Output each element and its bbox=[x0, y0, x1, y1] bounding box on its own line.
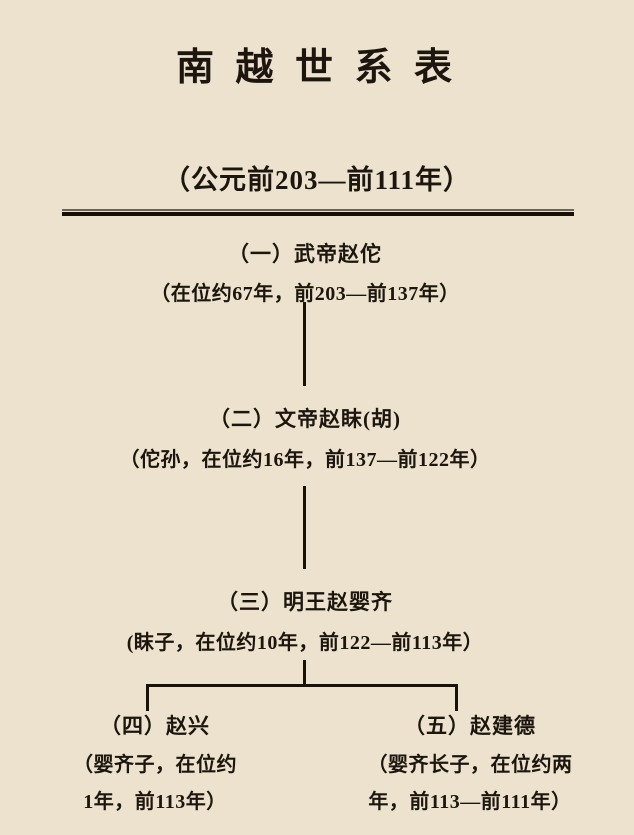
gen2-name: （二）文帝赵眜(胡) bbox=[209, 407, 401, 431]
tree-node-gen3: （三）明王赵婴齐 (眜子，在位约10年，前122—前113年） bbox=[0, 586, 610, 655]
connector-gen3-stub bbox=[303, 660, 306, 686]
tree-node-gen2: （二）文帝赵眜(胡) （佗孙，在位约16年，前137—前122年） bbox=[0, 403, 610, 472]
gen1-detail: （在位约67年，前203—前137年） bbox=[150, 283, 460, 305]
gen3-detail: (眜子，在位约10年，前122—前113年） bbox=[126, 632, 484, 654]
gen5-name: （五）赵建德 bbox=[404, 714, 536, 738]
tree-node-gen1: （一）武帝赵佗 （在位约67年，前203—前137年） bbox=[0, 238, 610, 306]
tree-node-gen5: （五）赵建德 （婴齐长子，在位约两 年，前113—前111年） bbox=[330, 710, 610, 814]
gen3-name: （三）明王赵婴齐 bbox=[217, 590, 393, 614]
gen4-name: （四）赵兴 bbox=[100, 714, 210, 738]
connector-branch-horizontal bbox=[146, 684, 458, 687]
connector-gen2-gen3 bbox=[303, 486, 306, 569]
double-rule bbox=[62, 209, 574, 218]
page-subtitle: （公元前203—前111年） bbox=[162, 165, 472, 195]
gen1-name: （一）武帝赵佗 bbox=[228, 242, 382, 266]
tree-node-gen4: （四）赵兴 （婴齐子，在位约 1年，前113年） bbox=[10, 710, 300, 814]
page-title: 南 越 世 系 表 bbox=[175, 47, 458, 89]
connector-gen1-gen2 bbox=[303, 302, 306, 386]
gen2-detail: （佗孙，在位约16年，前137—前122年） bbox=[119, 449, 491, 471]
gen4-detail-line1: （婴齐子，在位约 bbox=[73, 754, 237, 776]
connector-drop-gen4 bbox=[146, 684, 149, 711]
double-rule-thin-line bbox=[62, 209, 574, 211]
gen4-detail-line2: 1年，前113年） bbox=[83, 791, 227, 813]
gen5-detail-line1: （婴齐长子，在位约两 bbox=[367, 754, 573, 776]
gen5-detail-line2: 年，前113—前111年） bbox=[368, 791, 572, 813]
double-rule-thick-line bbox=[62, 212, 574, 216]
connector-drop-gen5 bbox=[455, 684, 458, 711]
